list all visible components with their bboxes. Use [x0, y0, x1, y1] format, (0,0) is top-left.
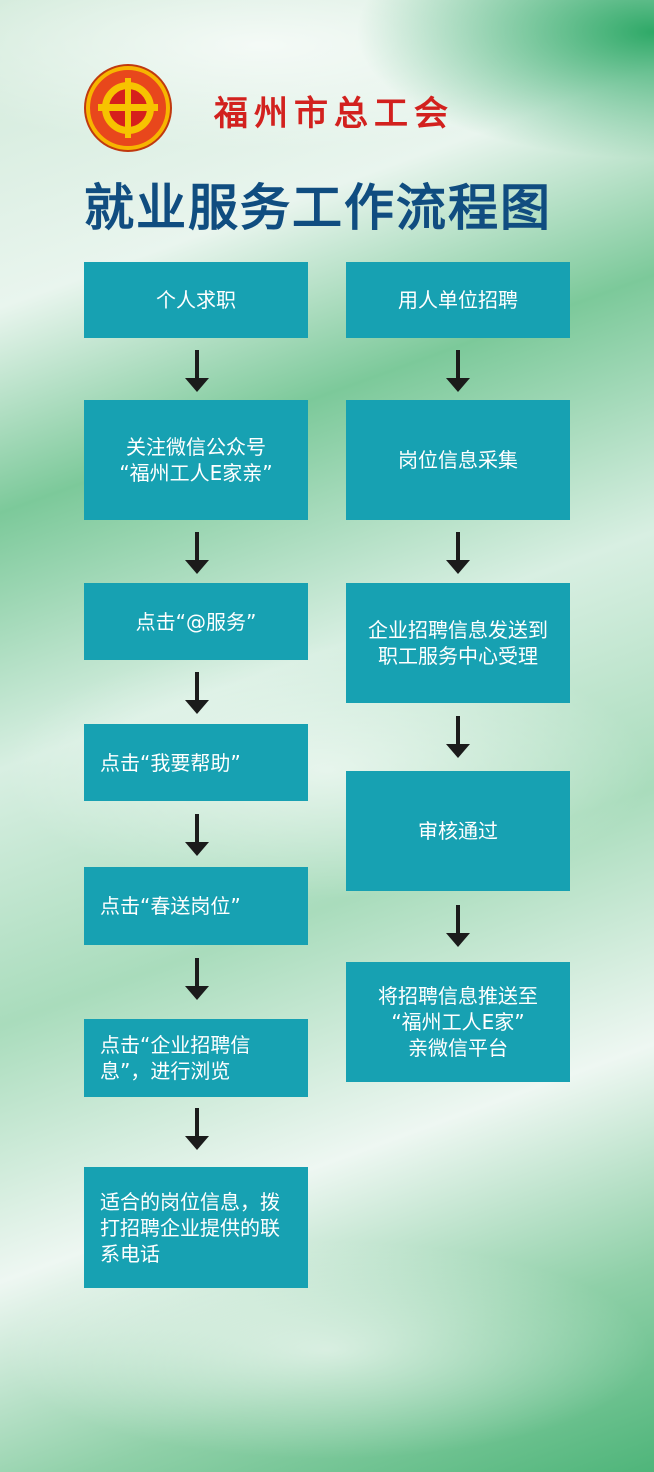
arrow-down-icon: [185, 672, 209, 714]
arrow-down-icon: [446, 905, 470, 947]
organization-name: 福州市总工会: [214, 94, 454, 134]
arrow-down-icon: [185, 532, 209, 574]
left-step-6: 点击“企业招聘信息”，进行浏览: [84, 1019, 308, 1097]
right-step-2: 岗位信息采集: [346, 400, 570, 520]
left-step-2: 关注微信公众号 “福州工人E家亲”: [84, 400, 308, 520]
page-title: 就业服务工作流程图: [84, 179, 552, 237]
arrow-down-icon: [446, 532, 470, 574]
right-step-5: 将招聘信息推送至 “福州工人E家” 亲微信平台: [346, 962, 570, 1082]
right-step-3: 企业招聘信息发送到职工服务中心受理: [346, 583, 570, 703]
left-step-3: 点击“@服务”: [84, 583, 308, 660]
right-step-4: 审核通过: [346, 771, 570, 891]
background-green-sweep: [354, 0, 654, 160]
union-emblem-logo: [86, 66, 170, 150]
arrow-down-icon: [446, 350, 470, 392]
left-step-4: 点击“我要帮助”: [84, 724, 308, 801]
arrow-down-icon: [185, 814, 209, 856]
arrow-down-icon: [185, 958, 209, 1000]
arrow-down-icon: [185, 1108, 209, 1150]
right-step-1: 用人单位招聘: [346, 262, 570, 338]
left-step-5: 点击“春送岗位”: [84, 867, 308, 945]
left-step-7: 适合的岗位信息，拨打招聘企业提供的联系电话: [84, 1167, 308, 1288]
arrow-down-icon: [446, 716, 470, 758]
arrow-down-icon: [185, 350, 209, 392]
left-step-1: 个人求职: [84, 262, 308, 338]
